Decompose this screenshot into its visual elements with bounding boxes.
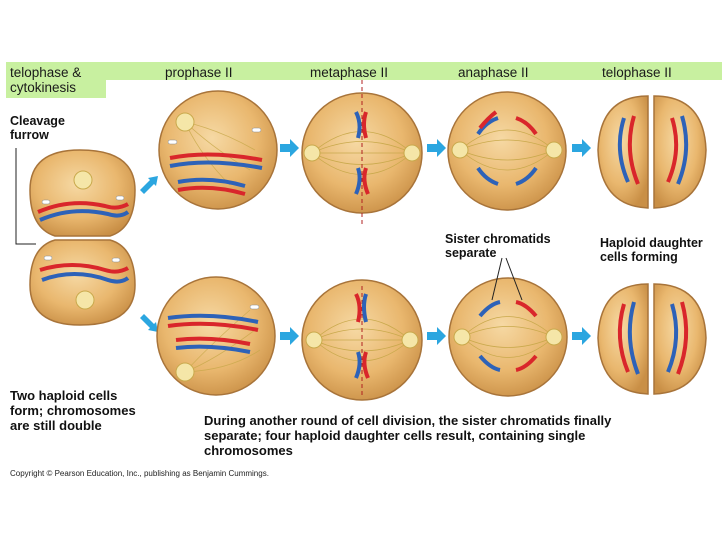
caption-line: chromosomes: [204, 443, 293, 458]
chromosome-blue: [354, 167, 362, 195]
caption-line: are still double: [10, 418, 102, 433]
telophase-i-cell-bottom: [29, 239, 136, 326]
anaphase-ii-cell-bottom: [448, 257, 568, 397]
caption-line: separate; four haploid daughter cells re…: [204, 428, 586, 443]
chromosome-blue: [476, 116, 499, 136]
stage-label-line: cytokinesis: [10, 80, 77, 95]
cleavage-furrow-pointer: [15, 148, 36, 245]
chromosome-red: [515, 116, 538, 136]
centrosome-icon: [545, 141, 563, 159]
centrosome-icon: [73, 170, 93, 190]
arrow-icon: [140, 314, 158, 332]
chromosome-red: [37, 201, 130, 214]
arrow-icon: [280, 139, 299, 157]
copyright-notice: Copyright © Pearson Education, Inc., pub…: [10, 469, 269, 478]
prophase-ii-cell-bottom: [156, 276, 276, 396]
caption-line: Two haploid cells: [10, 388, 118, 403]
chromosome-blue: [478, 354, 501, 372]
header-band: [6, 62, 106, 98]
caption-two-haploid-cells: Two haploid cells form; chromosomes are …: [10, 388, 136, 433]
chromosome-blue: [169, 160, 263, 170]
centrosome-icon: [451, 141, 469, 159]
arrow-icon: [572, 327, 591, 345]
sister-chromatids-label: Sister chromatids separate: [445, 232, 551, 260]
centrosome-icon: [75, 290, 95, 310]
chromosome-red: [666, 117, 679, 183]
telophase-i-cell-top: [29, 149, 136, 237]
chromosome-blue: [39, 209, 130, 222]
label-line: Cleavage: [10, 114, 65, 128]
stage-label-prophase-ii: prophase II: [165, 65, 233, 80]
label-line: cells forming: [600, 250, 678, 264]
centrosome-icon: [305, 331, 323, 349]
chromosome-red: [39, 263, 130, 274]
stage-label-telophase-cytokinesis: telophase & cytokinesis: [10, 65, 81, 95]
centrosome-icon: [401, 331, 419, 349]
header-band: [106, 62, 722, 80]
prophase-ii-cell-top: [158, 90, 278, 210]
arrow-icon: [280, 327, 299, 345]
centrosome-icon: [175, 362, 195, 382]
chromosome-red: [362, 111, 368, 139]
chromosome-red: [354, 293, 362, 323]
label-line: Sister chromatids: [445, 232, 551, 246]
label-line: furrow: [10, 128, 49, 142]
arrow-icon: [427, 327, 446, 345]
chromosome-blue: [617, 117, 630, 183]
metaphase-ii-cell-top: [301, 80, 423, 226]
chromosome-blue: [167, 313, 259, 324]
chromosome-red: [169, 152, 263, 162]
chromosome-red: [167, 321, 259, 332]
chromosome-blue: [41, 272, 130, 284]
arrow-icon: [427, 139, 446, 157]
metaphase-ii-cell-bottom: [301, 279, 423, 401]
chromosome-blue: [354, 351, 362, 379]
sister-chromatid-pointer: [491, 257, 503, 301]
stage-label-line: telophase &: [10, 65, 82, 80]
centrosome-icon: [403, 144, 421, 162]
stage-label-metaphase-ii: metaphase II: [310, 65, 389, 80]
caption-line: During another round of cell division, t…: [204, 413, 612, 428]
arrows: [140, 139, 591, 345]
cleavage-furrow-label: Cleavage furrow: [10, 114, 65, 142]
chromosome-red: [515, 354, 538, 372]
centrosome-icon: [545, 328, 563, 346]
anaphase-ii-cell-top: [447, 91, 567, 211]
caption-line: form; chromosomes: [10, 403, 136, 418]
caption-sister-chromatids-separate: During another round of cell division, t…: [204, 413, 611, 458]
centrosome-icon: [175, 112, 195, 132]
sister-chromatid-pointer: [505, 257, 523, 301]
label-line: Haploid daughter: [600, 236, 703, 250]
centrosome-icon: [303, 144, 321, 162]
centrosome-icon: [453, 328, 471, 346]
arrow-icon: [572, 139, 591, 157]
arrow-icon: [140, 176, 158, 194]
haploid-daughter-label: Haploid daughter cells forming: [600, 236, 703, 264]
telophase-ii-cells-bottom: [597, 283, 707, 395]
stage-label-anaphase-ii: anaphase II: [458, 65, 529, 80]
telophase-ii-cells-top: [597, 95, 707, 209]
label-line: separate: [445, 246, 497, 260]
stage-label-telophase-ii: telophase II: [602, 65, 672, 80]
